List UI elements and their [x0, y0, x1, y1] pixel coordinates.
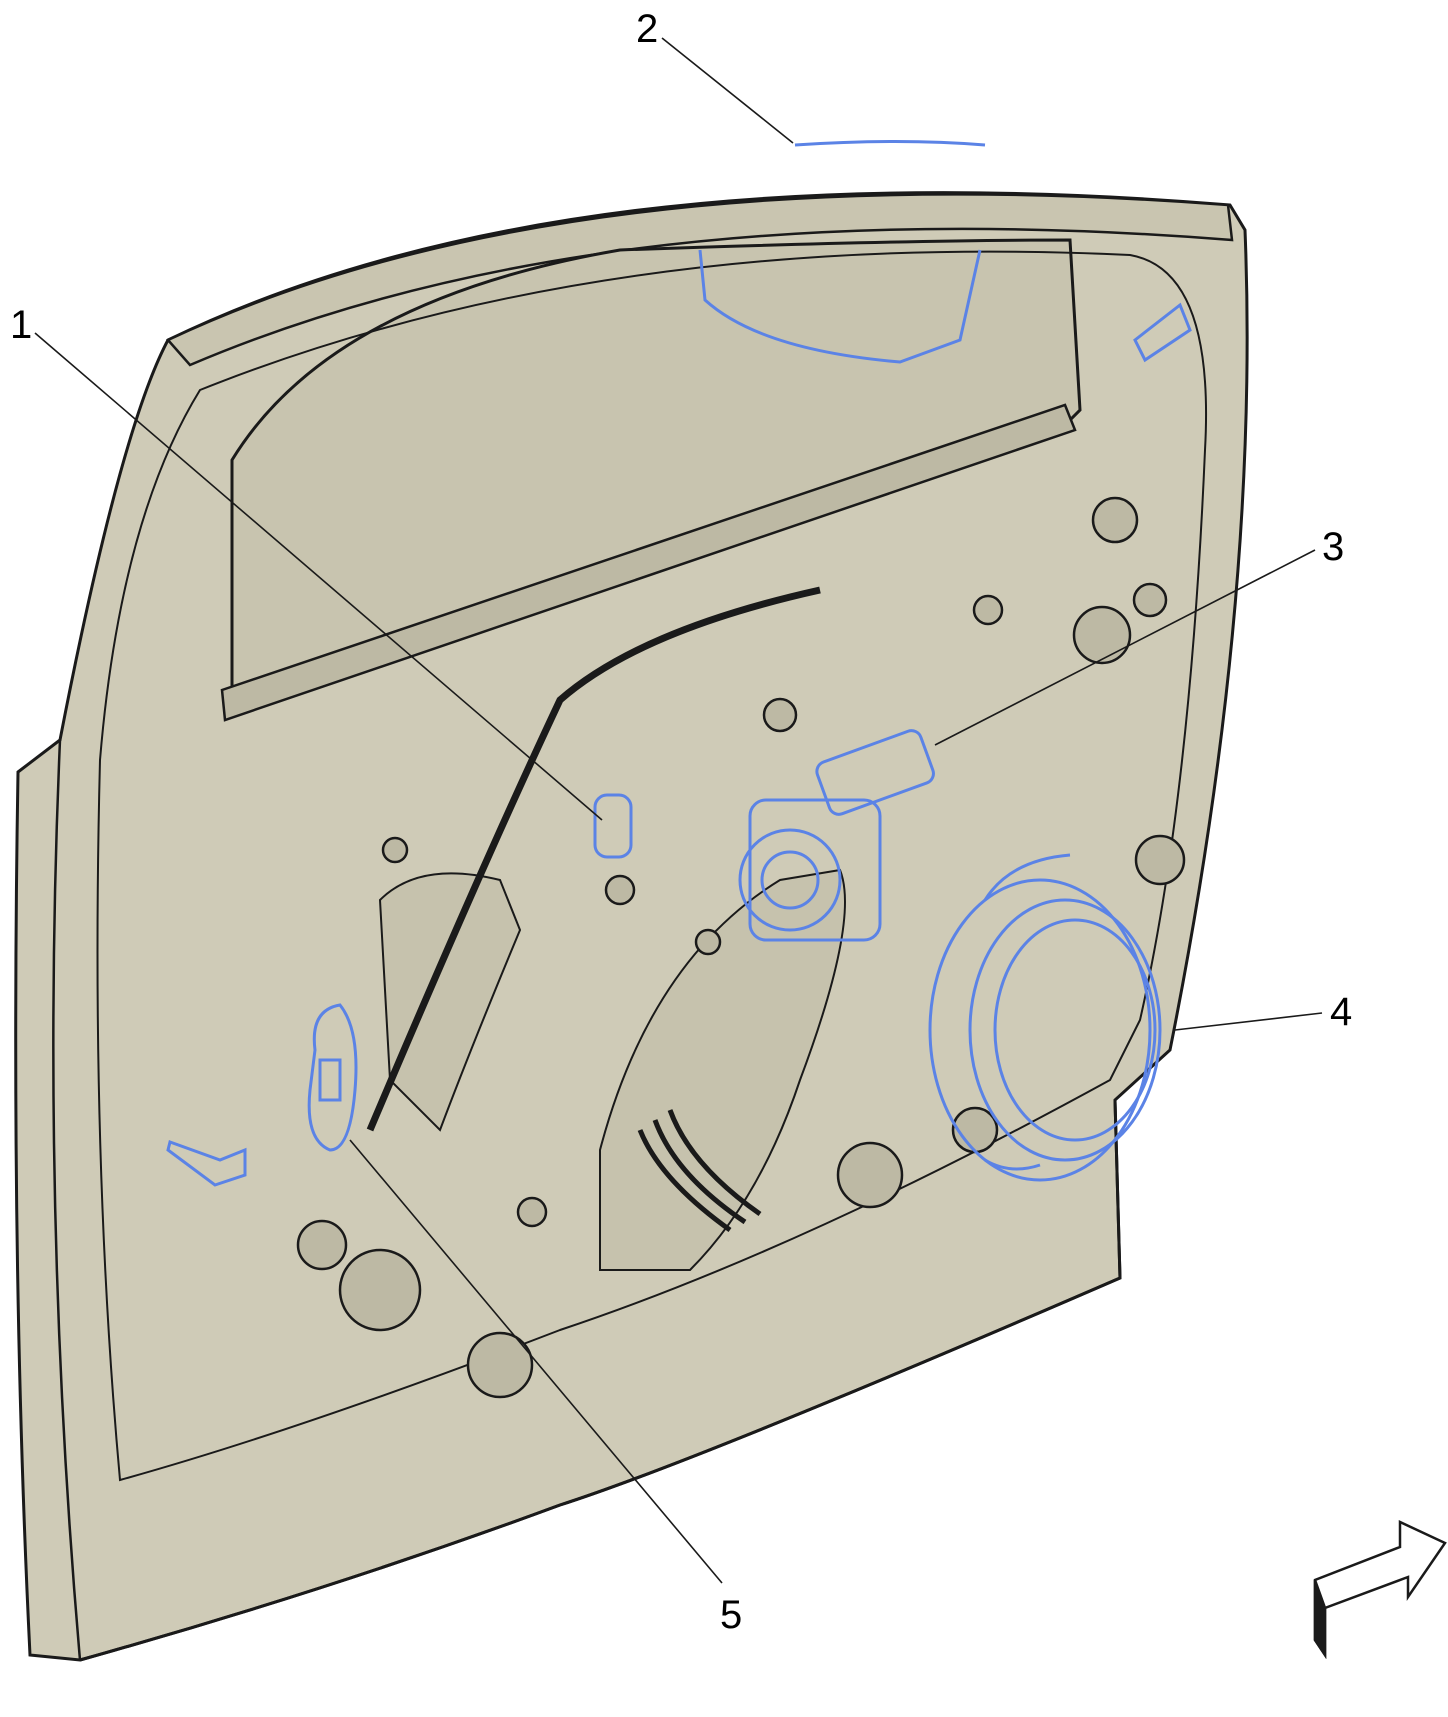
window-glass-highlight [698, 249, 982, 364]
callout-3: 3 [1322, 525, 1344, 569]
door-top-frame [165, 193, 1234, 367]
direction-arrow-icon [1313, 1520, 1447, 1660]
leader-line-1 [34, 332, 603, 821]
mirror-bracket-highlight [1133, 302, 1192, 363]
speaker-highlight [928, 853, 1162, 1182]
callout-2: 2 [636, 7, 658, 51]
latch-bracket-highlight [593, 793, 633, 859]
inner-panel-cavity [378, 872, 522, 1132]
window-top-edge-highlight [794, 140, 986, 147]
window-belt-rail [220, 403, 1077, 722]
leader-line-3 [934, 549, 1316, 746]
handle-bracket-highlight [166, 1140, 247, 1187]
door-lock-rod-highlight [307, 1003, 358, 1152]
door-front-edge [52, 739, 82, 1661]
highlighted-components [166, 140, 1192, 1187]
callout-1: 1 [10, 303, 32, 347]
callout-5: 5 [720, 1593, 742, 1637]
window-motor-highlight [738, 729, 935, 942]
access-holes [296, 496, 1186, 1399]
leader-line-2 [661, 37, 794, 144]
cable-bundle [637, 1109, 762, 1233]
wiring-harness [366, 586, 821, 1132]
door-bottom-edge [79, 1099, 1122, 1662]
leader-line-4 [1174, 1012, 1323, 1031]
callout-4: 4 [1330, 990, 1352, 1034]
door-panel [14, 191, 1249, 1662]
leader-lines [34, 37, 1323, 1584]
callout-labels: 1 2 3 4 5 [10, 7, 1352, 1637]
leader-line-5 [349, 1139, 723, 1584]
